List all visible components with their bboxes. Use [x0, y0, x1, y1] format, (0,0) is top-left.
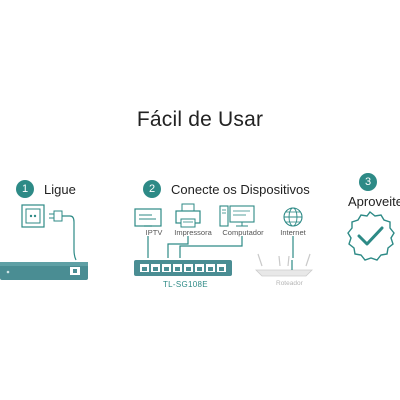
power-illustration [21, 204, 77, 261]
step-1-label: Ligue [44, 182, 76, 197]
switch-model-label: TL-SG108E [163, 280, 208, 289]
computer-label: Computador [222, 228, 264, 237]
check-badge-icon [347, 211, 395, 261]
step-3-badge: 3 [359, 173, 377, 191]
switch-rear-illustration [0, 262, 88, 280]
router-illustration [255, 253, 313, 277]
router-label: Roteador [276, 280, 303, 287]
internet-label: Internet [280, 228, 306, 237]
step-1-badge: 1 [16, 180, 34, 198]
power-outlet-icon [21, 204, 45, 228]
computer-icon [219, 205, 255, 227]
step-2-label: Conecte os Dispositivos [171, 182, 310, 197]
globe-icon [283, 207, 303, 227]
step-3-label: Aproveite [348, 194, 400, 209]
page-title: Fácil de Usar [136, 108, 264, 131]
printer-icon [175, 203, 201, 228]
plug-icon [49, 210, 77, 261]
step-2-badge: 2 [143, 180, 161, 198]
devices-illustration [134, 203, 303, 258]
switch-front-illustration [134, 260, 232, 276]
printer-label: Impressora [174, 228, 212, 237]
iptv-label: IPTV [145, 228, 163, 237]
tv-icon [134, 208, 162, 227]
